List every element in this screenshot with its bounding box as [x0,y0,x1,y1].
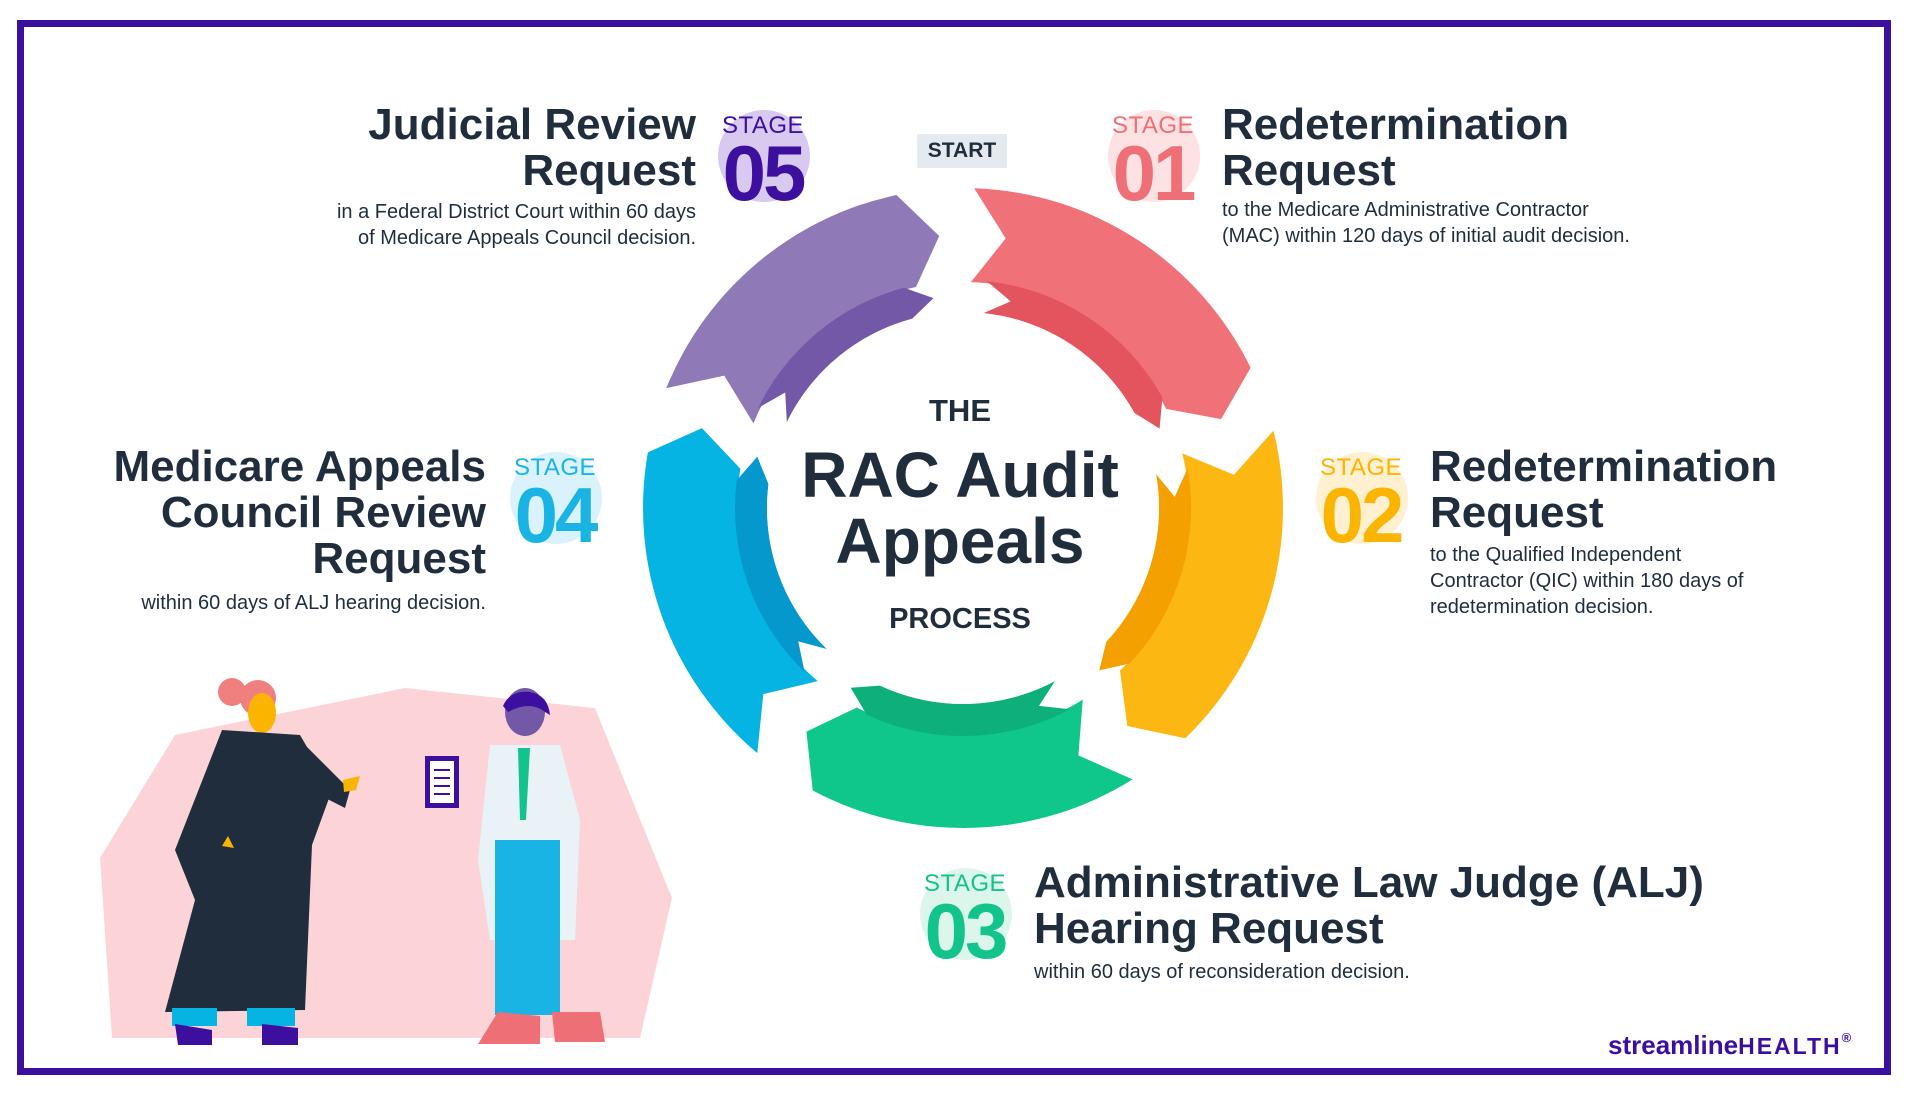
stage-01-title-line2: Request [1222,146,1396,195]
stage-02-title-line2: Request [1430,488,1604,537]
stage-02-number: 02 [1320,471,1405,559]
stage-02-badge: STAGE 02 [1306,448,1416,558]
stage-05-arrow [666,194,940,424]
stage-04-desc-line1: within 60 days of ALJ hearing decision. [141,592,486,614]
stage-05-desc-line1: in a Federal District Court within 60 da… [336,201,696,223]
stage-03-arrow-outer [806,699,1133,828]
stage-02-arrow [1099,430,1283,739]
stage-04-arrow-outer [642,428,818,754]
stage-02-title: Redetermination Request [1430,444,1777,536]
stage-05-description: in a Federal District Court within 60 da… [200,199,696,251]
stage-03-description: within 60 days of reconsideration decisi… [1034,959,1410,985]
start-label: START [917,134,1007,168]
stage-03-word: STAGE [923,870,1007,897]
stage-03-title-line1: Administrative Law Judge (ALJ) [1034,858,1704,907]
stage-04-arrow [642,428,827,754]
stage-01-arrow-outer [970,188,1251,420]
logo-word-streamline: streamline [1608,1030,1739,1060]
stage-02-desc-line3: redetermination decision. [1430,596,1654,618]
logo-registered: ® [1841,1030,1852,1045]
stage-04-title-line1: Medicare Appeals [113,442,486,491]
stage-04-number: 04 [514,471,599,559]
stage-03-bubble [920,868,1012,960]
stage-03-title: Administrative Law Judge (ALJ) Hearing R… [1034,860,1704,952]
stage-02-desc-line1: to the Qualified Independent [1430,544,1682,566]
stage-01-title: Redetermination Request [1222,102,1569,194]
logo-word-health: HEALTH [1738,1033,1842,1059]
stage-01-description: to the Medicare Administrative Contracto… [1222,197,1630,249]
stage-05-number: 05 [722,129,807,217]
process-ring [642,188,1283,828]
streamline-health-logo: streamlineHEALTH® [1608,1030,1851,1061]
stage-02-description: to the Qualified Independent Contractor … [1430,542,1743,620]
stage-05-title-line1: Judicial Review [368,100,696,149]
stage-04-description: within 60 days of ALJ hearing decision. [60,590,486,616]
stage-02-word: STAGE [1319,454,1403,481]
judge-figure [165,678,360,1045]
stage-03-arrow-inner [850,681,1071,736]
center-process: PROCESS [889,603,1031,635]
stage-01-desc-line2: (MAC) within 120 days of initial audit d… [1222,225,1630,247]
stage-05-title: Judicial Review Request [240,102,696,194]
stage-04-badge: STAGE 04 [500,448,610,558]
stage-02-title-line1: Redetermination [1430,442,1778,491]
stage-04-title-line2: Council Review [160,488,486,537]
stage-05-word: STAGE [721,112,805,139]
stage-05-badge: STAGE 05 [708,106,818,216]
stage-05-title-line2: Request [522,146,696,195]
stage-01-arrow [970,188,1251,429]
stage-01-badge: STAGE 01 [1098,106,1208,216]
stage-05-arrow-outer [666,194,940,424]
stage-02-desc-line2: Contractor (QIC) within 180 days of [1430,570,1744,592]
stage-01-bubble [1108,110,1200,202]
stage-03-desc-line1: within 60 days of reconsideration decisi… [1034,961,1410,983]
stage-02-arrow-outer [1119,430,1283,739]
center-title-line1: RAC Audit [801,439,1119,511]
stage-01-arrow-inner [983,281,1163,429]
center-the: THE [929,393,991,428]
stage-04-title-line3: Request [312,534,486,583]
stage-02-bubble [1316,452,1408,544]
stage-05-arrow-inner [758,287,934,423]
stage-04-title: Medicare Appeals Council Review Request [60,444,486,582]
stage-01-title-line1: Redetermination [1222,100,1570,149]
stage-03-badge: STAGE 03 [910,864,1020,974]
stage-04-bubble [510,452,602,544]
infographic-frame [17,20,1891,1075]
stage-01-number: 01 [1112,129,1197,217]
judge-and-doctor-illustration [100,678,672,1045]
stage-01-word: STAGE [1111,112,1195,139]
stage-02-arrow-inner [1099,468,1191,671]
stage-03-number: 03 [924,887,1009,975]
stage-05-desc-line2: of Medicare Appeals Council decision. [358,227,696,249]
stage-03-title-line2: Hearing Request [1034,904,1384,953]
stage-05-bubble [718,110,810,202]
ring-center [767,312,1159,704]
stage-01-desc-line1: to the Medicare Administrative Contracto… [1222,199,1589,221]
stage-04-word: STAGE [513,454,597,481]
center-title-line2: Appeals [835,505,1085,577]
stage-04-arrow-inner [735,456,827,673]
doctor-figure [425,688,605,1044]
stage-03-arrow [806,681,1133,828]
